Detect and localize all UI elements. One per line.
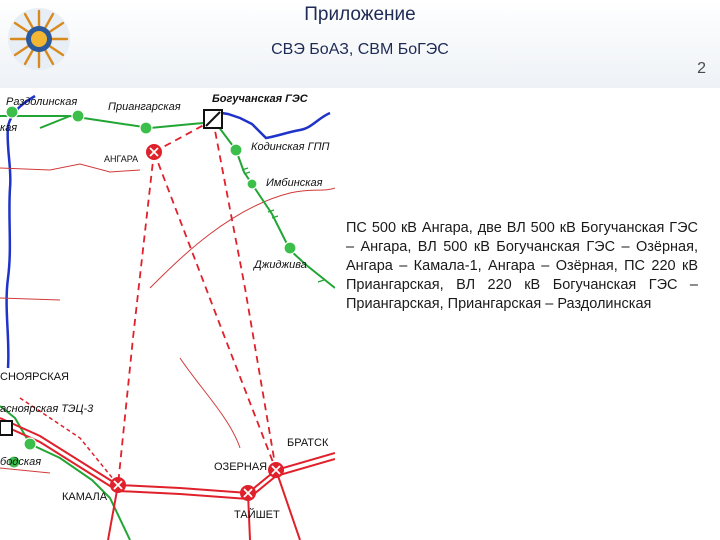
map-label-imbinskaya: Имбинская [266,177,323,189]
map-label-bratskaya: БРАТСК [287,437,329,449]
slide-title: Приложение [304,4,416,25]
map-label-bodskaya: бодская [0,456,41,468]
map-label-kaya: кая [0,122,17,134]
power-plant-icon [0,420,13,436]
substation-node [7,455,21,469]
map-label-angara: АНГАРА [104,154,138,164]
substation-node [71,109,85,123]
map-label-razdolinskaya: Раздолинская [6,96,77,108]
substation-500kv [110,477,126,493]
substation-node [229,143,243,157]
substation-node [139,121,153,135]
map-label-kodinskaya: Кодинская ГПП [251,141,330,153]
line-500kv [0,417,335,495]
map-label-ozernaya: ОЗЕРНАЯ [214,461,267,473]
line-220kv [39,115,71,129]
line-500kv-planned [117,119,277,486]
substation-node [23,437,37,451]
page-number: 2 [697,60,706,77]
substation-node [283,241,297,255]
line-220kv [0,405,131,540]
map-label-kamala: КАМАЛА [62,491,108,503]
slide-subtitle: СВЭ БоАЗ, СВМ БоГЭС [271,41,449,58]
region-boundary [0,163,335,474]
substation-node [246,178,258,190]
substation-500kv [268,462,284,478]
sun-emblem-icon [8,8,70,70]
map-label-krasnoyarskaya: СНОЯРСКАЯ [0,371,69,383]
map-label-taishet: ТАЙШЕТ [234,508,280,521]
map-label-krasnoyarskaya-tec3: асноярская ТЭЦ-3 [0,403,94,415]
substation-500kv [240,485,256,501]
map-label-priangarskaya: Приангарская [108,101,181,113]
line-500kv [19,397,119,486]
description-text: ПС 500 кВ Ангара, две ВЛ 500 кВ Богучанс… [346,220,698,312]
map-label-boguchanskaya-ges: Богучанская ГЭС [212,93,309,105]
substation-node [5,105,19,119]
power-grid-map: Раздолинская кая Приангарская Богучанска… [0,93,335,540]
map-label-dzhizhiva: Джиджива [252,259,307,271]
slide-header: Приложение СВЭ БоАЗ, СВМ БоГЭС 2 [0,0,720,88]
substation-500kv [146,144,162,160]
